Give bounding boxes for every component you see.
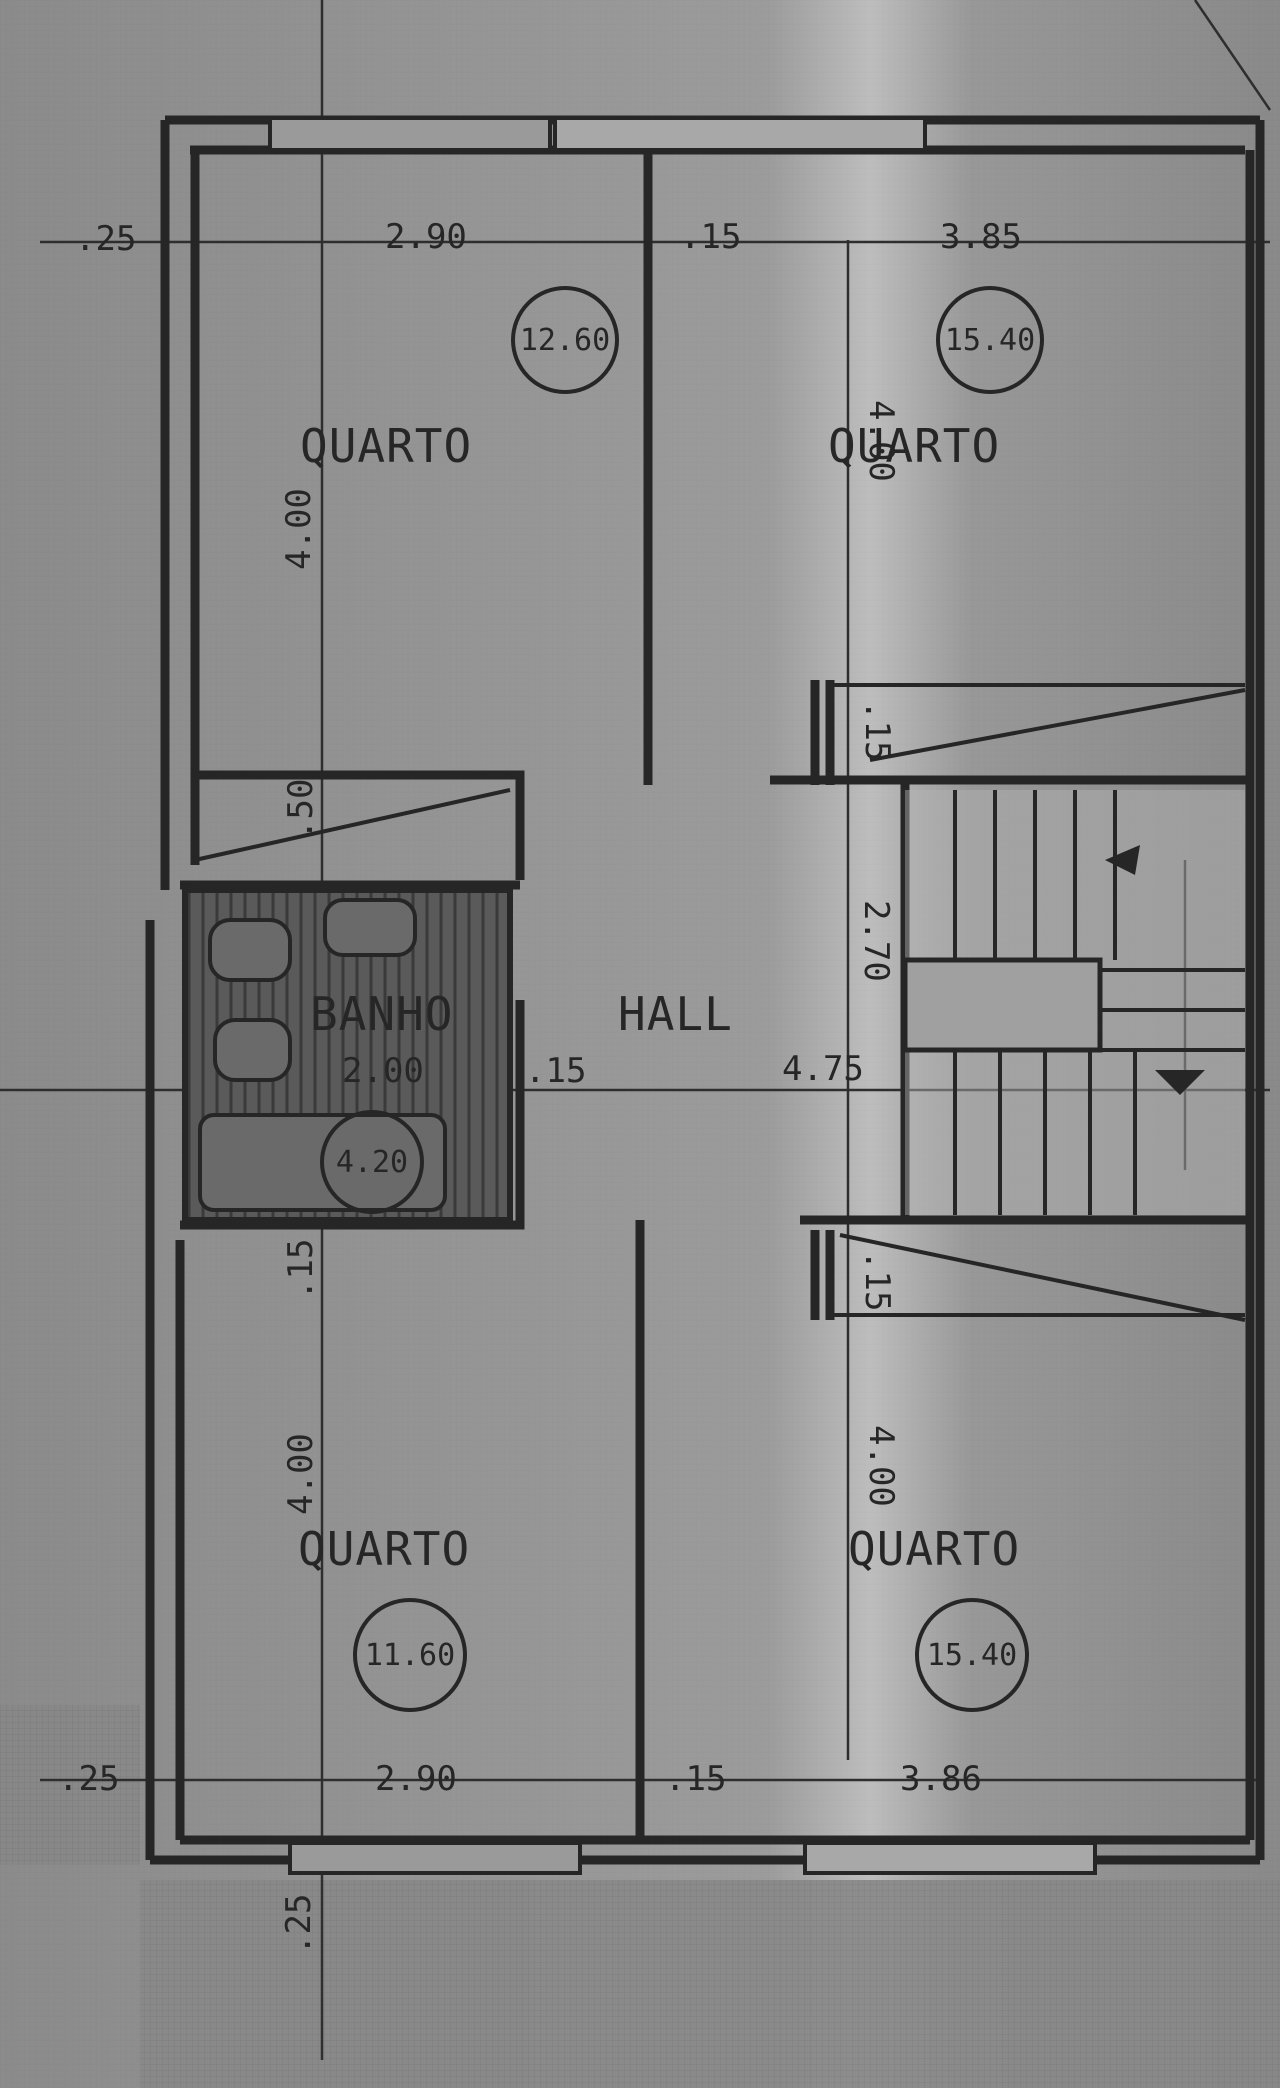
toilet-fixture — [208, 918, 292, 982]
room-label-quarto-top-right: QUARTO — [828, 419, 1000, 473]
room-areas: 12.60 15.40 4.20 11.60 15.40 — [320, 286, 1044, 1712]
dim-bottom-partition: .15 — [665, 1759, 726, 1799]
room-area-quarto-bottom-right: 15.40 — [927, 1638, 1017, 1673]
dim-bottom-room-right: 3.86 — [900, 1759, 982, 1799]
dim-closet-right-top: .15 — [857, 700, 897, 761]
interior-walls — [180, 150, 1250, 1840]
dim-left-top-height: 4.00 — [279, 488, 319, 570]
sink-fixture — [323, 898, 417, 957]
dim-closet-left: .50 — [281, 779, 321, 840]
room-area-quarto-bottom-left: 11.60 — [365, 1638, 455, 1673]
area-circle-banho — [320, 1110, 424, 1214]
area-circle-quarto-bottom-right — [915, 1598, 1029, 1712]
dim-bath-width: 2.00 — [342, 1051, 424, 1091]
room-label-banho: BANHO — [310, 987, 453, 1041]
room-label-quarto-top-left: QUARTO — [300, 419, 472, 473]
dim-bottom-left-vertical: .25 — [279, 1894, 319, 1955]
dim-top-room-right: 3.85 — [940, 217, 1022, 257]
dimension-labels: .25 2.90 .15 3.85 .25 2.90 .15 3.86 4.00… — [58, 217, 1022, 1955]
bidet-fixture — [213, 1018, 292, 1082]
area-circle-quarto-top-left — [511, 286, 619, 394]
terrace-hatch-left — [0, 1705, 140, 1865]
windows — [268, 116, 1097, 1875]
dim-top-room-left: 2.90 — [385, 217, 467, 257]
room-area-quarto-top-right: 15.40 — [945, 323, 1035, 358]
room-area-banho: 4.20 — [336, 1145, 408, 1180]
room-label-quarto-bottom-left: QUARTO — [298, 1522, 470, 1576]
area-circle-quarto-top-right — [936, 286, 1044, 394]
closets — [194, 683, 1246, 1322]
dim-left-bottom-height: 4.00 — [281, 1433, 321, 1515]
room-area-quarto-top-left: 12.60 — [520, 323, 610, 358]
dim-stair-height: 2.70 — [856, 900, 896, 982]
terrace-hatch-bottom — [140, 1880, 1280, 2088]
dim-top-partition: .15 — [680, 217, 741, 257]
dim-right-bottom-height: 4.00 — [861, 1425, 901, 1507]
staircase — [902, 790, 1245, 1215]
dim-bottom-wall: .25 — [58, 1759, 119, 1799]
dim-bottom-room-left: 2.90 — [375, 1759, 457, 1799]
dim-stair-width: 4.75 — [782, 1049, 864, 1089]
dim-bath-wall: .15 — [525, 1051, 586, 1091]
room-label-quarto-bottom-right: QUARTO — [848, 1522, 1020, 1576]
dim-left-mid: .15 — [281, 1239, 321, 1300]
room-label-hall: HALL — [618, 987, 733, 1041]
area-circle-quarto-bottom-left — [353, 1598, 467, 1712]
dim-top-wall: .25 — [75, 219, 136, 259]
dim-right-top-height: 4.00 — [861, 400, 901, 482]
dim-closet-right-bottom: .15 — [857, 1250, 897, 1311]
room-labels: QUARTO QUARTO BANHO HALL QUARTO QUARTO — [298, 419, 1020, 1576]
